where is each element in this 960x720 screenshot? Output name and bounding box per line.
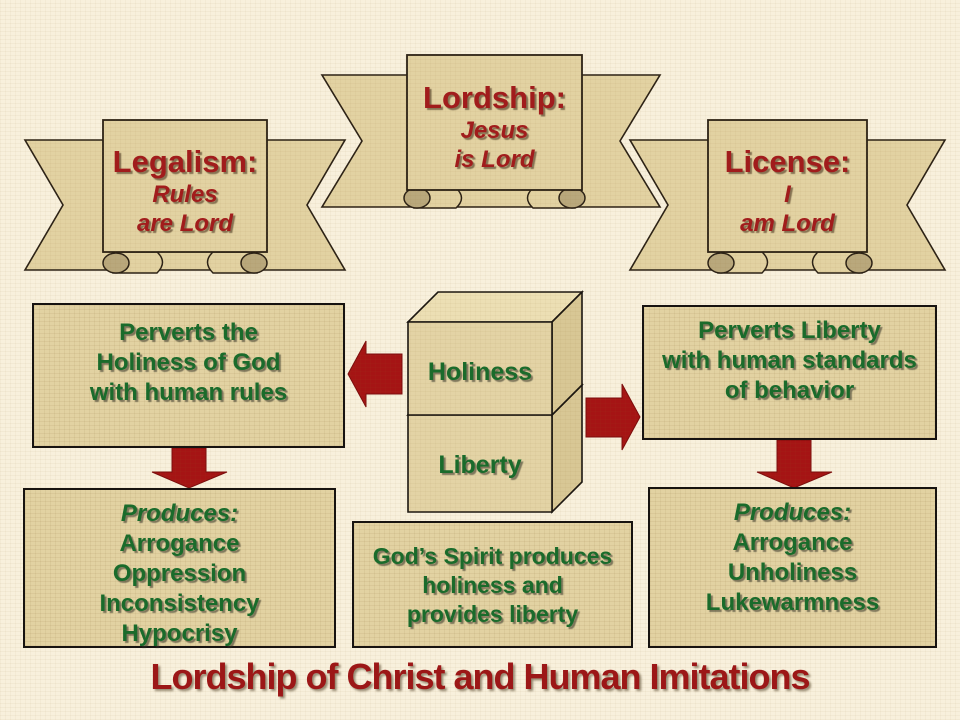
legalism-sub2: are Lord	[136, 210, 234, 237]
legalism-scroll	[102, 119, 268, 274]
lordship-scroll-curl-right-end	[558, 187, 586, 209]
produces-left-heading: Produces:	[120, 500, 239, 527]
lordship-scroll-panel	[406, 54, 583, 191]
license-banner: License: I am Lord	[708, 144, 867, 238]
legalism-scroll-curl-right-end	[240, 252, 268, 274]
produces-left-item: Inconsistency	[99, 590, 260, 617]
perverts-liberty-box: Perverts Liberty with human standards of…	[642, 305, 937, 440]
legalism-scroll-panel	[102, 119, 268, 253]
holiness-cube	[406, 290, 584, 417]
lordship-sub1: Jesus	[460, 117, 529, 144]
license-scroll-curl-right-end	[845, 252, 873, 274]
produces-right-item: Lukewarmness	[705, 589, 880, 616]
produces-right-item: Arrogance	[732, 529, 853, 556]
lordship-banner-shape	[320, 54, 662, 209]
perverts-right-line2: with human standards	[662, 347, 917, 374]
license-scroll	[707, 119, 873, 274]
produces-left-item: Oppression	[112, 560, 247, 587]
license-scroll-curl-left-end	[707, 252, 735, 274]
legalism-sub1: Rules	[152, 181, 218, 208]
spirit-line2: holiness and	[422, 572, 563, 598]
license-sub1: I	[784, 181, 791, 208]
lordship-scroll-curl-left-end	[403, 187, 431, 209]
produces-right-heading: Produces:	[733, 499, 852, 526]
produces-left-box: Produces: Arrogance Oppression Inconsist…	[23, 488, 336, 648]
legalism-scroll-curl-left-end	[102, 252, 130, 274]
arrow-left-icon	[347, 340, 403, 408]
legalism-banner: Legalism: Rules are Lord	[103, 144, 267, 238]
holiness-cube-front-face	[407, 321, 553, 416]
perverts-left-line3: with human rules	[89, 379, 288, 406]
license-sub2: am Lord	[740, 210, 835, 237]
produces-left-item: Arrogance	[119, 530, 240, 557]
spirit-line3: provides liberty	[406, 601, 579, 627]
lordship-sub2: is Lord	[454, 146, 535, 173]
arrow-right-icon	[585, 383, 641, 451]
license-scroll-panel	[707, 119, 868, 253]
produces-right-item: Unholiness	[727, 559, 858, 586]
perverts-holiness-box: Perverts the Holiness of God with human …	[32, 303, 345, 448]
lordship-heading: Lordship:	[423, 80, 566, 115]
arrow-down-left-icon	[151, 447, 228, 489]
produces-left-item: Hypocrisy	[121, 620, 238, 647]
legalism-heading: Legalism:	[112, 144, 258, 179]
perverts-left-line2: Holiness of God	[96, 349, 281, 376]
liberty-label: Liberty	[438, 451, 522, 479]
lordship-banner: Lordship: Jesus is Lord	[407, 80, 582, 174]
spirit-line1: God’s Spirit produces	[372, 543, 613, 569]
slide-title: Lordship of Christ and Human Imitations	[150, 656, 810, 697]
arrow-down-right-icon	[756, 439, 833, 489]
perverts-right-line3: of behavior	[724, 377, 855, 404]
spirit-box: God’s Spirit produces holiness and provi…	[352, 521, 633, 648]
holiness-label: Holiness	[427, 358, 533, 386]
perverts-right-line1: Perverts Liberty	[698, 317, 881, 344]
license-heading: License:	[724, 144, 851, 179]
produces-right-box: Produces: Arrogance Unholiness Lukewarmn…	[648, 487, 937, 648]
perverts-left-line1: Perverts the	[119, 319, 258, 346]
